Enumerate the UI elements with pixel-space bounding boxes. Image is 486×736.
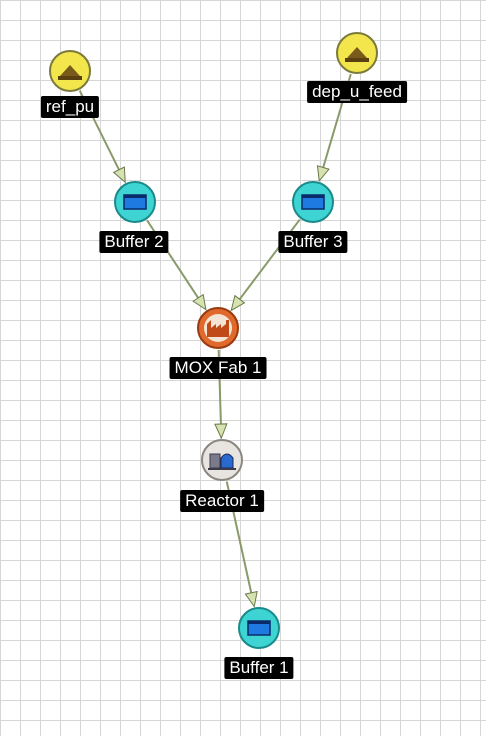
buffer-icon [114, 181, 156, 223]
buffer-icon [292, 181, 334, 223]
reactor-icon [201, 439, 243, 481]
node-label-dep-u-feed: dep_u_feed [307, 81, 407, 103]
factory-icon [197, 307, 239, 349]
arrowhead-buffer3-to-mox_fab1 [230, 294, 246, 312]
node-label-buffer-2: Buffer 2 [99, 231, 169, 253]
source-icon [336, 32, 378, 74]
arrowhead-buffer2-to-mox_fab1 [192, 293, 207, 311]
node-reactor-1[interactable] [200, 438, 244, 487]
node-label-reactor-1: Reactor 1 [180, 490, 264, 512]
source-icon [49, 50, 91, 92]
node-buffer-3[interactable] [291, 180, 335, 229]
node-mox-fab-1[interactable] [196, 306, 240, 355]
node-label-mox-fab-1: MOX Fab 1 [169, 357, 267, 379]
node-label-ref-pu: ref_pu [40, 96, 100, 118]
node-label-buffer-1: Buffer 1 [224, 657, 294, 679]
node-buffer-2[interactable] [113, 180, 157, 229]
arrowhead-dep_u_feed-to-buffer3 [316, 165, 330, 183]
node-dep-u-feed[interactable] [335, 31, 379, 80]
arrowhead-mox_fab1-to-reactor1 [214, 423, 228, 440]
node-buffer-1[interactable] [237, 606, 281, 655]
arrowhead-reactor1-to-buffer1 [244, 590, 258, 608]
buffer-icon [238, 607, 280, 649]
node-label-buffer-3: Buffer 3 [278, 231, 348, 253]
node-ref-pu[interactable] [48, 49, 92, 98]
arrowhead-ref_pu-to-buffer2 [112, 166, 126, 184]
